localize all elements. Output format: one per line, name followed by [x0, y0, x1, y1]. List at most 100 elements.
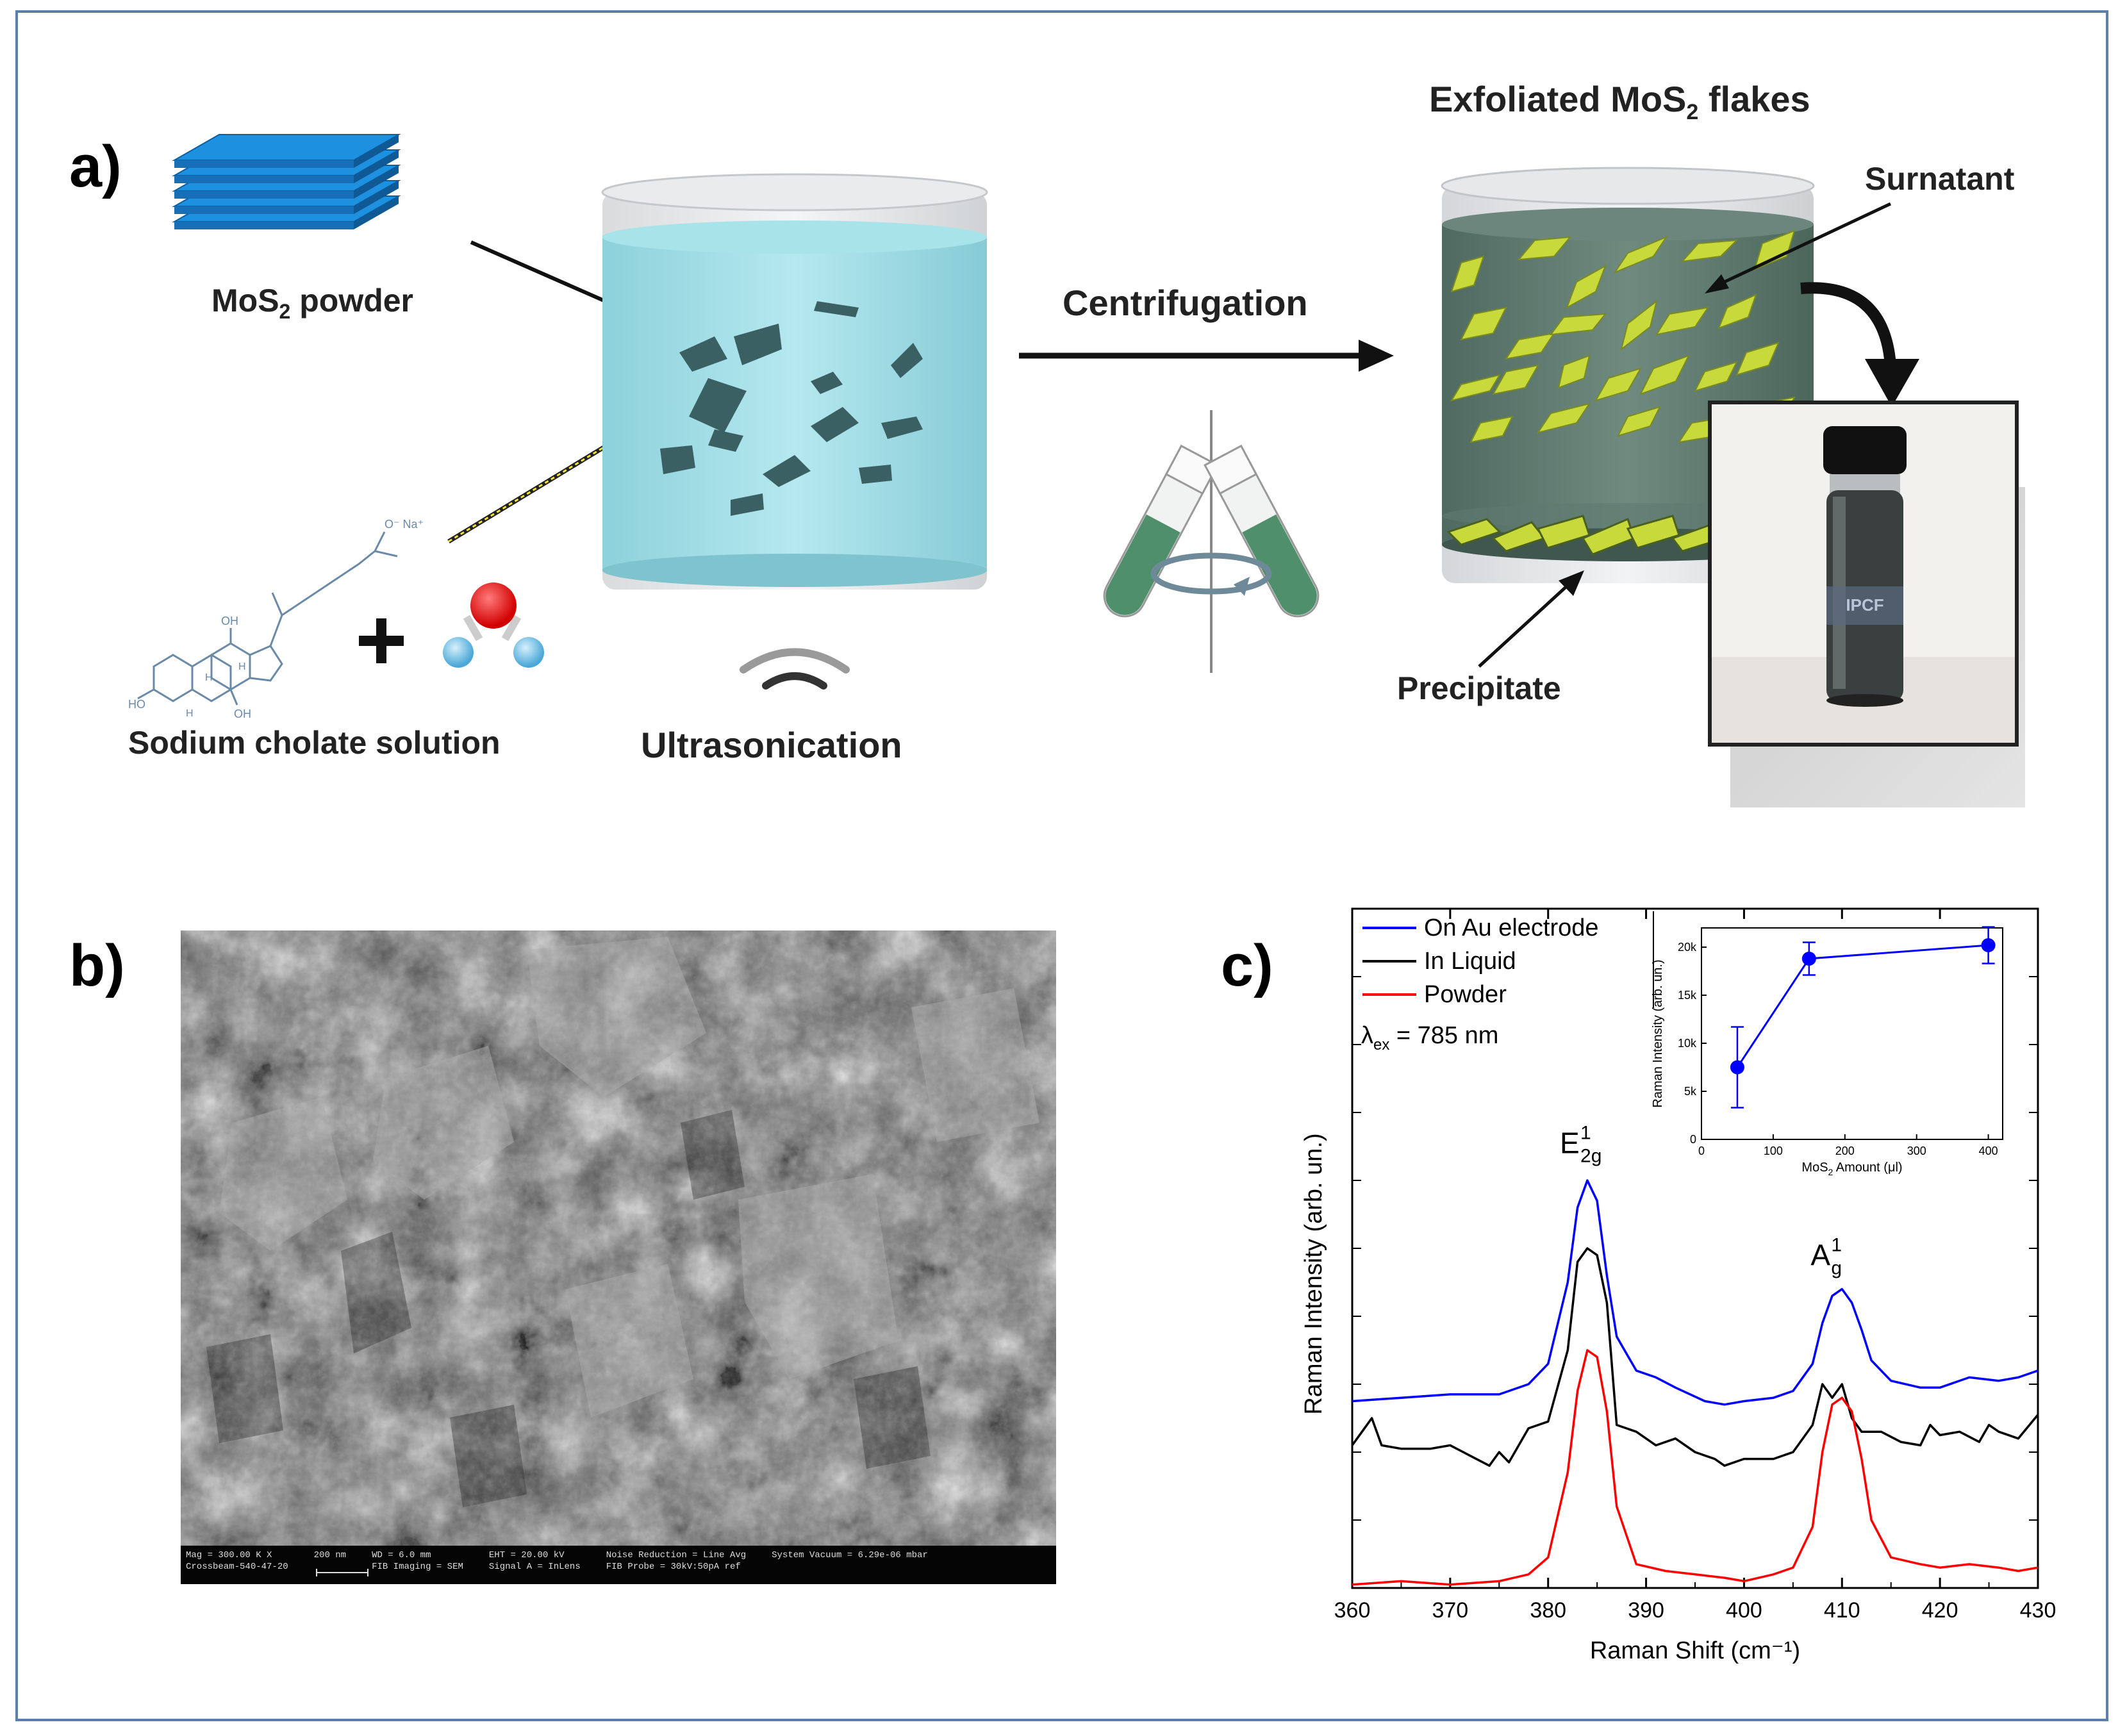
inset-y-tick-label: 5k	[1684, 1085, 1697, 1098]
panel-c-letter: c)	[1221, 933, 1273, 998]
inset-y-axis-label: Raman Intensity (arb. un.)	[1651, 959, 1665, 1107]
precipitate-label: Precipitate	[1397, 670, 1561, 706]
sem-info-text: Crossbeam-540-47-20	[186, 1562, 288, 1572]
inset-x-tick-label: 200	[1835, 1145, 1855, 1157]
inset-point	[1801, 952, 1816, 966]
legend-label: In Liquid	[1424, 948, 1516, 975]
series-line-0	[1352, 1179, 2039, 1406]
sem-info-text: 200 nm	[313, 1550, 347, 1560]
inset-x-tick-label: 300	[1907, 1145, 1926, 1157]
inset-y-tick-label: 20k	[1678, 941, 1697, 954]
series-line-2	[1352, 1349, 2039, 1586]
oh-bottom-label: OH	[234, 707, 251, 720]
inset-x-tick-label: 400	[1979, 1145, 1998, 1157]
surnatant-arrow	[1705, 202, 1892, 293]
peak-symbol: A	[1810, 1239, 1830, 1272]
vial-label: IPCF	[1846, 595, 1883, 615]
centrifugation-label: Centrifugation	[1063, 283, 1308, 323]
mos2-layer-edge	[174, 160, 354, 168]
lambda-symbol: λ	[1361, 1022, 1373, 1049]
curved-arrow	[1800, 282, 1919, 407]
mos2-layer-side	[354, 165, 399, 199]
h-label-1: H	[205, 672, 213, 683]
sodium-cholate-molecule: O⁻ Na⁺ OH HO OH H H H	[128, 518, 424, 720]
mos2-layer-edge	[174, 176, 354, 183]
sem-info-column: WD = 6.0 mm FIB Imaging = SEM	[372, 1550, 463, 1580]
mos2-layers-icon	[172, 134, 401, 229]
inset-point	[1730, 1060, 1744, 1075]
ultrasonication-label: Ultrasonication	[641, 725, 902, 765]
oh-top-label: OH	[221, 615, 238, 627]
vial-photo: IPCF	[1708, 401, 2019, 747]
mos2-layer-edge	[174, 206, 354, 214]
excitation-label: λex = 785 nm	[1361, 1022, 1498, 1054]
x-tick-label: 370	[1432, 1598, 1468, 1623]
h-label-2: H	[238, 661, 246, 672]
sem-info-text: Signal A = InLens	[488, 1562, 581, 1572]
x-tick-label: 380	[1530, 1598, 1566, 1623]
inset-xlabel-post: Amount (μl)	[1833, 1161, 1902, 1175]
surnatant-label: Surnatant	[1865, 161, 2015, 197]
inset-x-tick-label: 100	[1764, 1145, 1783, 1157]
legend-label: Powder	[1424, 981, 1507, 1008]
x-tick-label: 360	[1334, 1598, 1371, 1623]
x-tick-label: 430	[2020, 1598, 2057, 1623]
mos2-layer-side	[354, 135, 399, 168]
sem-info-text: WD = 6.0 mm	[372, 1550, 431, 1560]
centrifugation-arrow	[1019, 340, 1394, 372]
na-label: O⁻ Na⁺	[385, 518, 424, 531]
ultrasonication-beaker	[601, 173, 988, 590]
inset-frame	[1701, 927, 2003, 1140]
sem-info-text: System Vacuum = 6.29e-06 mbar	[772, 1550, 928, 1560]
sem-image	[181, 930, 1056, 1584]
panel-a-letter: a)	[69, 134, 122, 199]
mos2-layer-side	[354, 196, 399, 229]
inset-x-axis-label: MoS2 Amount (μl)	[1801, 1161, 1902, 1177]
h-label-3: H	[186, 708, 194, 719]
inset-xlabel-sub: 2	[1828, 1167, 1833, 1177]
x-tick-label: 390	[1628, 1598, 1664, 1623]
sem-info-text: EHT = 20.00 kV	[488, 1550, 565, 1560]
sem-info-column: 200 nm	[314, 1550, 346, 1580]
sodium-cholate-label: Sodium cholate solution	[128, 725, 501, 761]
x-tick-label: 420	[1922, 1598, 1958, 1623]
water-molecule-icon	[443, 583, 544, 668]
legend-label: On Au electrode	[1424, 914, 1599, 941]
plus-icon	[359, 618, 404, 663]
lambda-value: = 785 nm	[1389, 1022, 1498, 1049]
x-tick-label: 410	[1824, 1598, 1860, 1623]
sem-info-bar: Mag = 300.00 K X Crossbeam-540-47-20 200 n…	[181, 1546, 1056, 1584]
peak-subscript: 2g	[1580, 1146, 1601, 1167]
figure-frame	[15, 10, 2108, 1721]
sem-info-column: Mag = 300.00 K X Crossbeam-540-47-20	[186, 1550, 288, 1580]
panel-b-letter: b)	[69, 933, 125, 998]
sem-info-column: EHT = 20.00 kV Signal A = InLens	[489, 1550, 581, 1580]
sem-info-text: FIB Imaging = SEM	[372, 1562, 463, 1572]
peak-superscript: 1	[1831, 1235, 1842, 1256]
inset-xlabel-pre: MoS	[1801, 1161, 1828, 1175]
centrifuge-tubes-icon	[1103, 410, 1320, 673]
sem-info-column: System Vacuum = 6.29e-06 mbar	[772, 1550, 928, 1580]
sem-info-text: FIB Probe = 30kV:50pA ref	[606, 1562, 741, 1572]
inset-x-tick-label: 0	[1698, 1145, 1705, 1157]
inset-y-tick-label: 15k	[1678, 989, 1697, 1002]
mos2-layer-side	[354, 150, 399, 183]
sem-info-text: Mag = 300.00 K X	[186, 1550, 272, 1560]
peak-subscript: g	[1831, 1258, 1842, 1279]
inset-y-tick-label: 0	[1690, 1133, 1696, 1146]
x-axis-label: Raman Shift (cm⁻¹)	[1590, 1637, 1800, 1664]
peak-symbol: E	[1560, 1127, 1580, 1160]
sem-info-text: Noise Reduction = Line Avg	[606, 1550, 747, 1560]
y-axis-label: Raman Intensity (arb. un.)	[1300, 1133, 1327, 1414]
lambda-subscript: ex	[1373, 1036, 1389, 1054]
peak-superscript: 1	[1580, 1123, 1591, 1144]
series-line-1	[1351, 1247, 2039, 1467]
ultrasound-wave-icon	[740, 648, 850, 690]
x-tick-label: 400	[1726, 1598, 1762, 1623]
mos2-layer-edge	[174, 191, 354, 199]
mos2-layer-side	[354, 181, 399, 214]
inset-point	[1981, 938, 1996, 952]
